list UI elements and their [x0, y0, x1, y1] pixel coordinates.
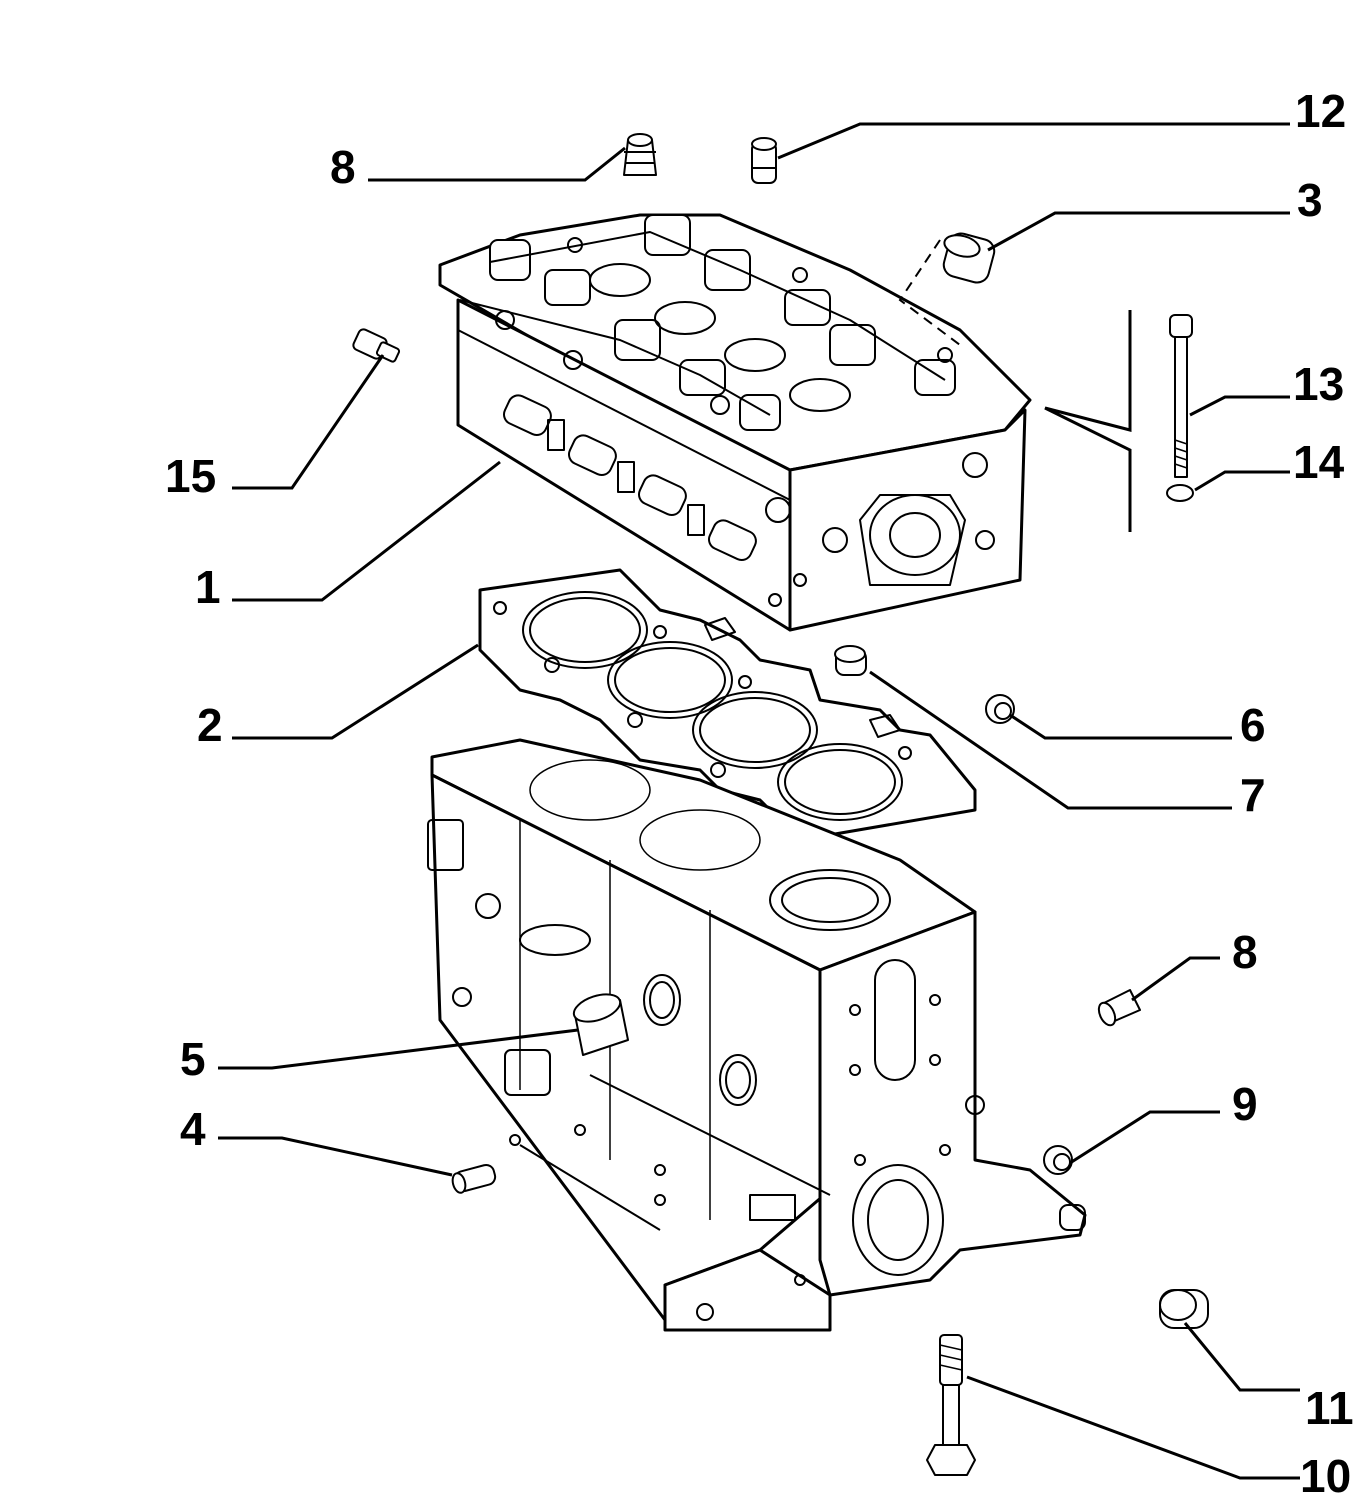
- seal-ring-6: [985, 694, 1015, 724]
- head-gasket: [478, 568, 977, 842]
- stud-13: [1169, 314, 1193, 478]
- cylinder-block: [427, 738, 1087, 1332]
- callout-8-right: 8: [1232, 926, 1258, 978]
- callout-4: 4: [180, 1103, 206, 1155]
- seal-9: [1043, 1145, 1073, 1175]
- cylinder-head: [438, 213, 1032, 632]
- callout-2: 2: [197, 699, 223, 751]
- callout-7: 7: [1240, 769, 1266, 821]
- callout-3: 3: [1297, 174, 1323, 226]
- callout-12: 12: [1295, 85, 1346, 137]
- sleeve-7: [834, 645, 867, 676]
- dowel-12: [751, 137, 777, 184]
- bush-11: [1159, 1289, 1209, 1329]
- callout-9: 9: [1232, 1078, 1258, 1130]
- bolt-10: [926, 1334, 976, 1476]
- dowel-pin-4: [451, 1163, 497, 1194]
- sensor-15: [352, 328, 401, 363]
- callout-10: 10: [1300, 1450, 1351, 1497]
- callout-6: 6: [1240, 699, 1266, 751]
- cap-plug-3: [942, 232, 996, 284]
- callout-14: 14: [1293, 436, 1345, 488]
- tapered-plug-right: [1097, 989, 1141, 1027]
- callout-15: 15: [165, 450, 216, 502]
- washer-14: [1166, 484, 1194, 502]
- callout-8-top: 8: [330, 141, 356, 193]
- callout-1: 1: [195, 561, 221, 613]
- callout-11: 11: [1305, 1382, 1354, 1434]
- callout-5: 5: [180, 1033, 206, 1085]
- bushing-5: [572, 993, 629, 1056]
- tapered-plug-top: [623, 133, 657, 176]
- callout-13: 13: [1293, 358, 1344, 410]
